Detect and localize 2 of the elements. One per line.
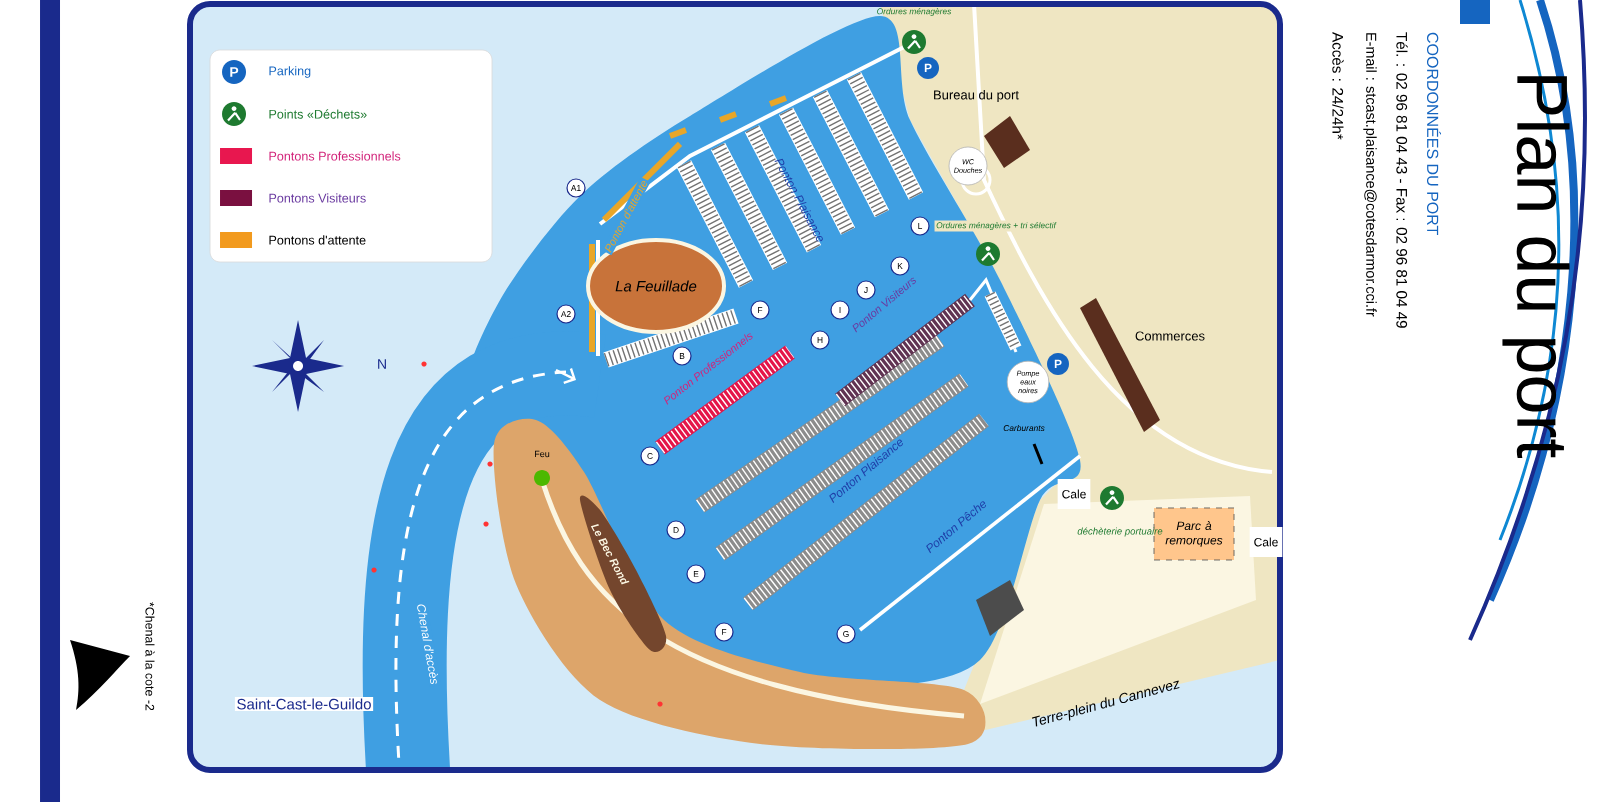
contact-heading: COORDONNÉES DU PORT: [1427, 32, 1441, 235]
title: Plan du port: [1502, 76, 1570, 458]
